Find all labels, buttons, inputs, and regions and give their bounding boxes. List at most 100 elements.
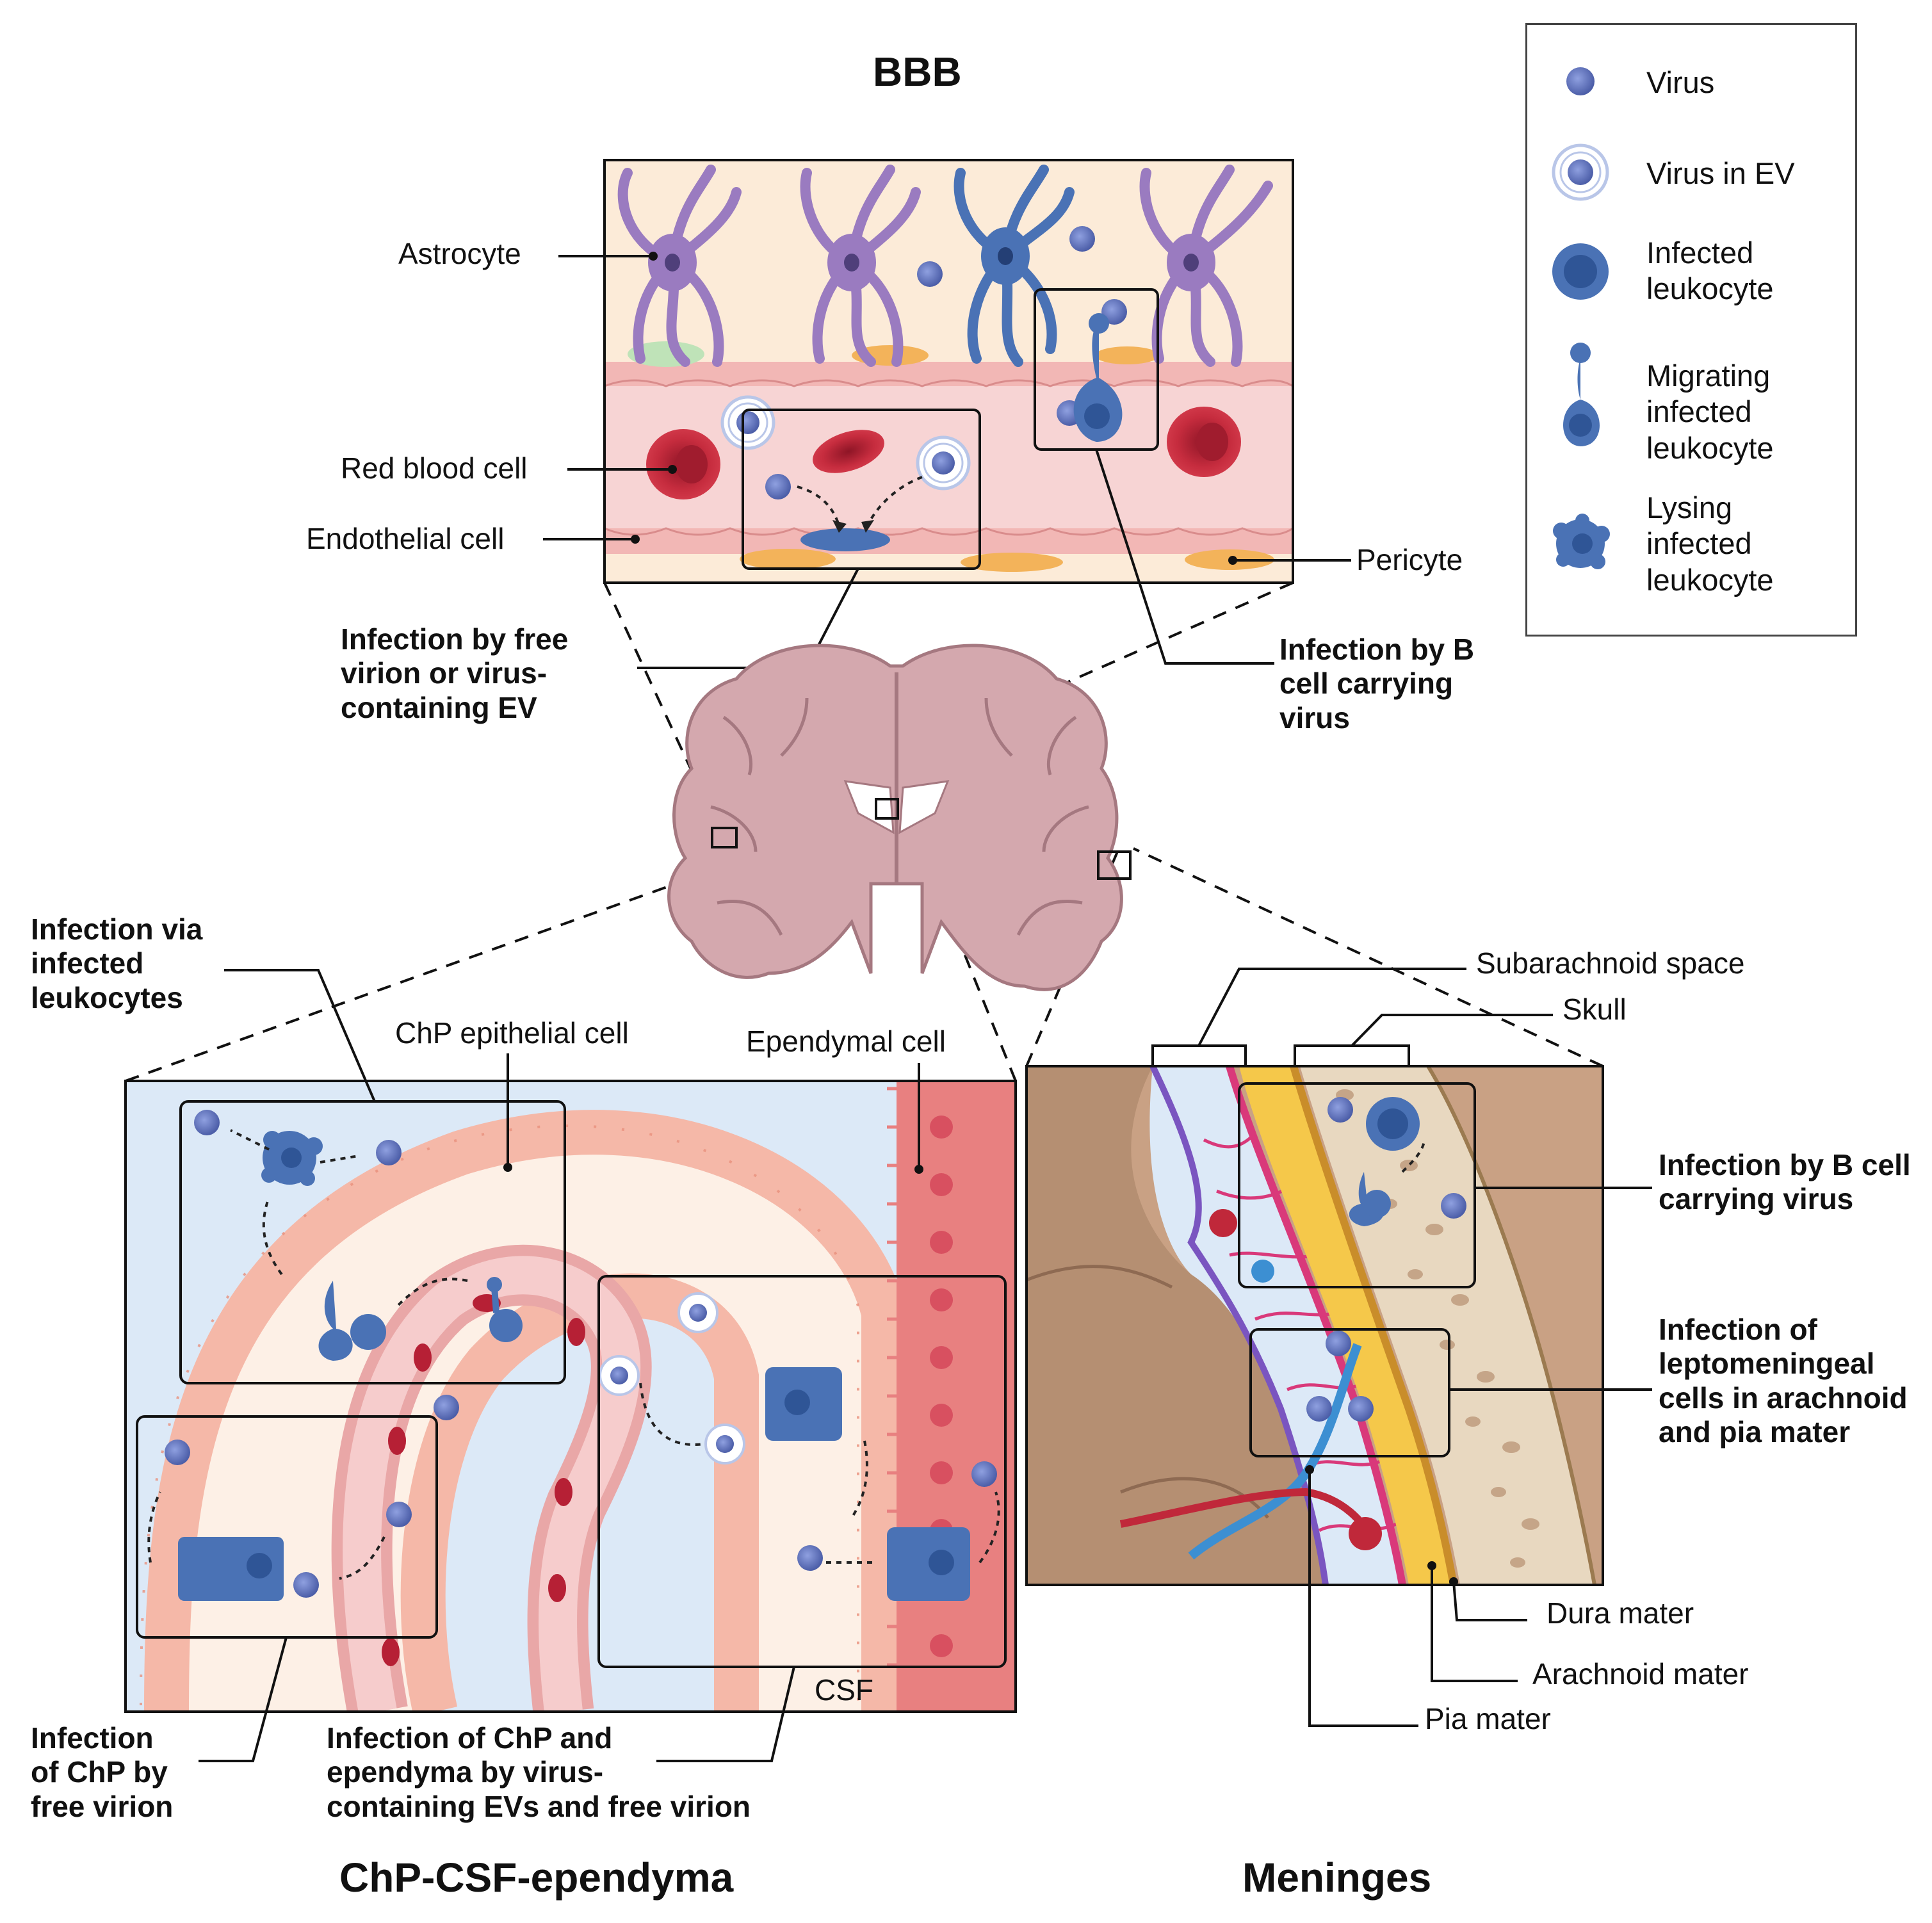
chp-panel [124,969,1017,1762]
virus-in-ev-icon [1552,143,1609,201]
infection-arrow [1401,1139,1426,1173]
infected-endothelial-cell [800,528,890,551]
pericyte [740,549,836,569]
infection-arrow [797,485,840,526]
legend-label: Virus [1646,65,1715,99]
infected-chp-epithelial-cell [765,1367,842,1441]
virus-icon [1566,67,1595,95]
chp-epithelial-cell-label: ChP epithelial cell [395,1016,629,1050]
chp-free-virion-label: Infection of ChP by free virion [31,1721,174,1823]
astrocyte-label: Astrocyte [398,237,521,270]
chp-infected-leukocytes-label: Infection via infected leukocytes [31,913,203,1014]
pericyte-label: Pericyte [1356,543,1463,576]
leader-dot [668,465,677,474]
virus-icon [1326,1331,1351,1356]
virus-icon [1348,1396,1374,1422]
arachnoid-mater [1226,1066,1406,1585]
meningeal-vessel-blue [1188,1343,1362,1560]
meninges-b-cell-label: Infection by B cell carrying virus [1659,1148,1911,1216]
endothelial-cell-label: Endothelial cell [306,522,505,555]
virus-icon [165,1440,190,1465]
blood-cell [1251,1260,1274,1283]
leptomeningeal-label: Infection of leptomeningeal cells in ara… [1659,1313,1908,1449]
legend-item-virus: Virus [1527,56,1855,107]
inset-chp-free-virion [136,1415,438,1639]
virus-in-ev-icon [599,1355,640,1396]
virus-icon [1101,299,1127,325]
endothelium-bottom [605,527,1293,554]
virus-icon [917,261,943,287]
legend-item-infected-leukocyte: Infected leukocyte [1527,230,1855,313]
csf-label: CSF [815,1673,873,1707]
arachnoid-trabeculae [1203,1132,1397,1532]
inset-infected-leukocytes [179,1100,566,1384]
infected-leukocyte-icon [1552,243,1609,300]
leader-line [199,1637,288,1762]
legend-label: Infected leukocyte [1646,236,1774,306]
arachnoid-mater-label: Arachnoid mater [1532,1657,1749,1691]
migrating-leukocyte-icon [1073,313,1123,442]
leader-dot [1305,1465,1314,1474]
astrocyte [617,165,742,367]
endothelium-top [605,362,1293,387]
leader-line [1308,1470,1418,1727]
lysing-leukocyte-icon [261,1131,323,1186]
red-blood-cell-label: Red blood cell [341,451,528,485]
leader-dot [1427,1561,1436,1570]
infected-chp-epithelial-cell [178,1537,284,1601]
bbb-panel [543,159,1351,669]
red-blood-cell [1209,1209,1237,1237]
inset-free-virion [742,409,981,570]
leader-line [1095,449,1274,665]
meninges-panel [1025,968,1652,1727]
migrating-leukocyte-icon [318,1281,386,1361]
bbb-title: BBB [873,49,962,95]
pericyte [961,553,1063,572]
red-blood-cell [555,1478,572,1506]
red-blood-cell [1167,407,1241,477]
leader-line [656,1666,795,1762]
inset-leptomeningeal [1249,1328,1450,1457]
meningeal-vessel-red [1119,1488,1374,1539]
virus-icon [971,1461,997,1487]
virus-icon [434,1395,459,1420]
infected-astrocyte [954,165,1075,367]
red-blood-cell [646,429,720,499]
leader-dot [914,1165,923,1174]
skull-bracket [1294,1044,1410,1067]
inset-chp-ependyma-ev [597,1275,1007,1668]
bbb-free-virion-label: Infection by free virion or virus- conta… [341,622,569,724]
leader-line [1351,1014,1553,1047]
leader-dot [503,1163,512,1172]
virus-icon [1306,1396,1332,1422]
dura-mater-label: Dura mater [1546,1596,1694,1630]
red-blood-cell [813,430,884,473]
bbb-b-cell-label: Infection by B cell carrying virus [1279,633,1475,734]
bbb-frame [603,159,1294,584]
legend-label: Migrating infected leukocyte [1646,359,1774,465]
virus-in-ev-icon [704,1424,745,1465]
red-blood-cell [548,1574,566,1602]
virus-icon [1327,1097,1353,1123]
legend: Virus Virus in EV Infected leukocyte Mig… [1525,23,1857,637]
ependymal-layer [897,1081,1016,1712]
lysing-leukocyte-icon [1553,514,1610,569]
leader-line [1431,1566,1518,1682]
infected-ependymal-cell [887,1527,970,1601]
arrowhead [861,520,874,533]
leader-dot [1228,556,1237,565]
red-blood-cell [567,1318,585,1346]
meninges-title: Meninges [1242,1854,1432,1901]
chp-title: ChP-CSF-ependyma [339,1854,734,1901]
virus-icon [194,1110,220,1135]
brain-coronal-section [667,644,1132,991]
pia-mater-label: Pia mater [1425,1702,1551,1735]
chp-frame [124,1080,1017,1713]
astrocyte [800,165,921,367]
virus-icon [1069,226,1095,252]
virus-icon [386,1502,412,1527]
migrating-leukocyte-icon [1563,343,1600,446]
subarachnoid-bracket [1151,1044,1247,1067]
virus-icon [797,1545,823,1571]
